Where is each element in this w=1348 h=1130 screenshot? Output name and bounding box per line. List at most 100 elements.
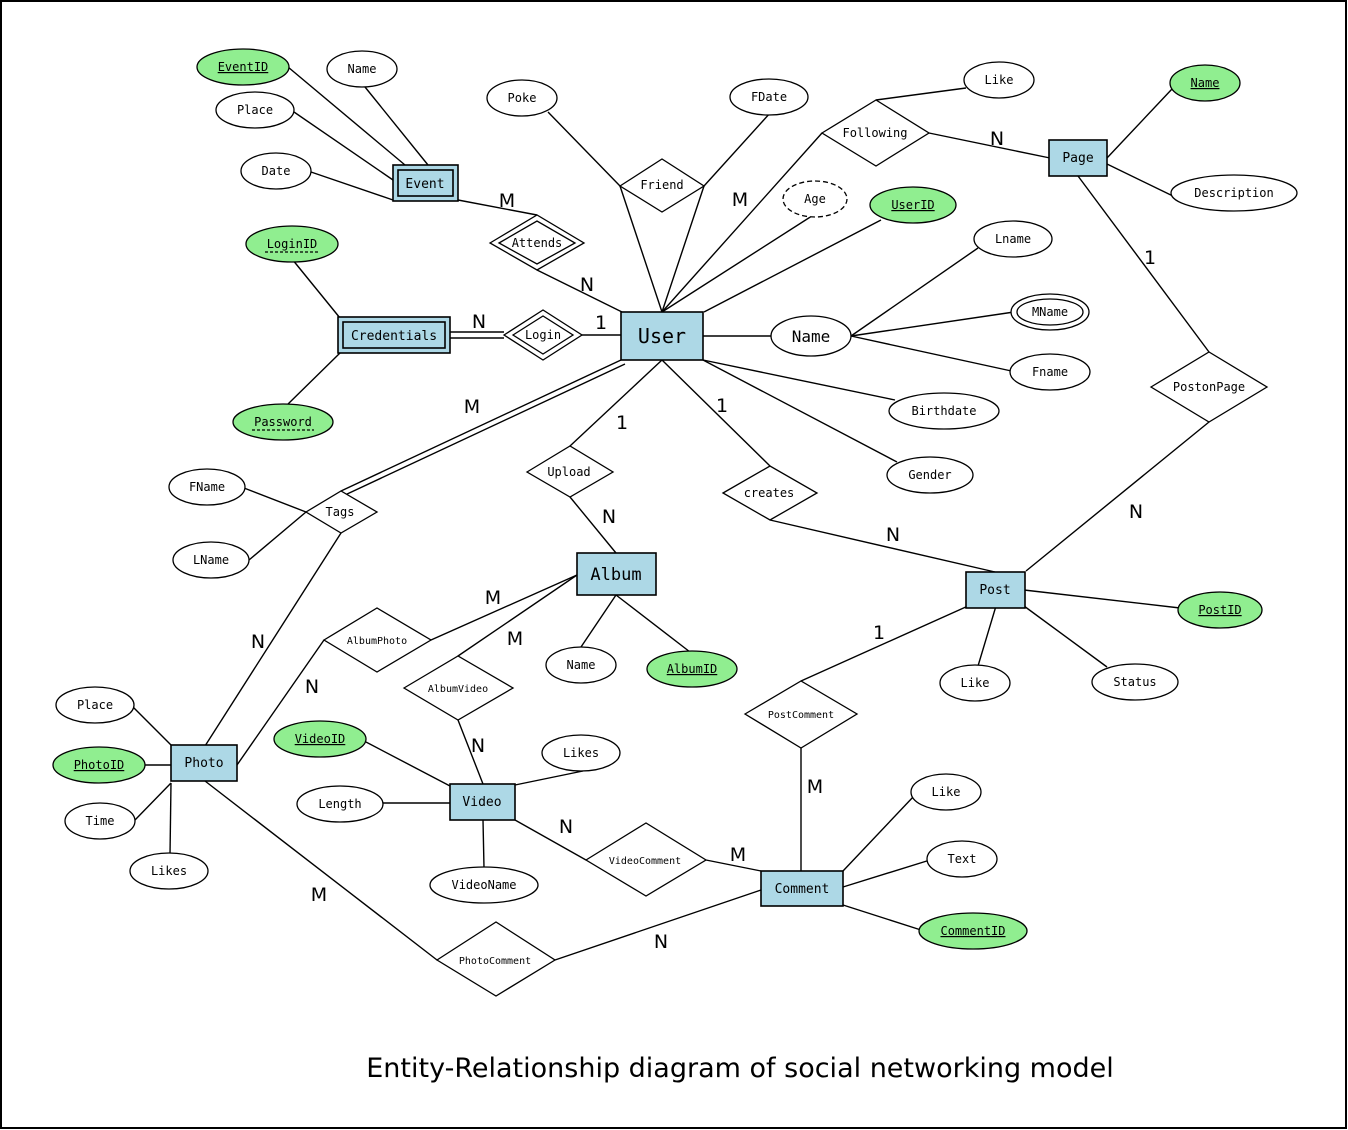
attribute-comment-text[interactable]: Text <box>926 840 998 878</box>
relationship-videocomment[interactable]: VideoComment <box>584 822 708 897</box>
relationship-postcomment-label: PostComment <box>768 710 834 721</box>
attribute-post-like[interactable]: Like <box>939 664 1011 702</box>
attribute-age[interactable]: Age <box>782 180 848 218</box>
entity-photo[interactable]: Photo <box>170 744 238 782</box>
entity-post[interactable]: Post <box>965 571 1026 609</box>
attribute-page-description[interactable]: Description <box>1170 174 1298 212</box>
entity-event[interactable]: Event <box>392 164 459 202</box>
relationship-albumphoto-label: AlbumPhoto <box>347 636 407 647</box>
attribute-poke[interactable]: Poke <box>486 79 558 117</box>
cardinality-album-albumphoto: M <box>485 587 501 609</box>
connector-lines <box>132 66 1210 961</box>
relationship-albumvideo[interactable]: AlbumVideo <box>402 655 515 721</box>
attribute-event-place[interactable]: Place <box>215 91 295 129</box>
entity-video[interactable]: Video <box>449 783 516 821</box>
relationship-following[interactable]: Following <box>820 99 931 167</box>
attribute-comment-like-label: Like <box>932 785 961 799</box>
attribute-fname[interactable]: Fname <box>1009 353 1091 391</box>
attribute-birthdate[interactable]: Birthdate <box>888 392 1000 430</box>
attribute-fdate[interactable]: FDate <box>729 78 809 116</box>
entity-comment[interactable]: Comment <box>760 870 844 907</box>
attribute-video-likes[interactable]: Likes <box>541 734 621 772</box>
relationship-postonpage[interactable]: PostonPage <box>1149 351 1269 423</box>
attribute-event-date[interactable]: Date <box>240 152 312 190</box>
relationship-albumphoto[interactable]: AlbumPhoto <box>322 607 433 673</box>
attribute-album-name[interactable]: Name <box>545 646 617 684</box>
relationship-upload[interactable]: Upload <box>525 445 615 498</box>
attribute-user-name[interactable]: Name <box>770 315 852 357</box>
attribute-event-id[interactable]: EventID <box>196 48 290 86</box>
entity-page[interactable]: Page <box>1048 139 1108 177</box>
relationship-photocomment[interactable]: PhotoComment <box>435 921 557 997</box>
cardinality-user-upload: 1 <box>616 412 628 434</box>
attribute-login-id[interactable]: LoginID <box>245 225 339 263</box>
entity-event-label: Event <box>405 177 444 192</box>
attribute-album-id[interactable]: AlbumID <box>646 650 738 688</box>
attribute-video-name[interactable]: VideoName <box>429 866 539 904</box>
attribute-poke-label: Poke <box>508 91 537 105</box>
relationship-login[interactable]: Login <box>502 309 584 361</box>
attribute-photo-id-label: PhotoID <box>74 758 125 772</box>
relationship-photocomment-label: PhotoComment <box>459 956 531 967</box>
attribute-tag-lname[interactable]: LName <box>172 541 250 579</box>
relationship-tags[interactable]: Tags <box>304 490 379 534</box>
attribute-tag-fname[interactable]: FName <box>168 468 246 506</box>
relationship-upload-label: Upload <box>547 465 590 479</box>
relationship-postcomment[interactable]: PostComment <box>743 680 859 749</box>
attribute-password[interactable]: Password <box>232 403 334 441</box>
cardinality-albumvideo-video: N <box>471 735 485 757</box>
attribute-video-length[interactable]: Length <box>296 785 384 823</box>
attribute-status[interactable]: Status <box>1091 663 1179 701</box>
relationship-albumvideo-label: AlbumVideo <box>428 684 488 695</box>
cardinality-user-creates: 1 <box>716 395 728 417</box>
attribute-photo-likes-label: Likes <box>151 864 187 878</box>
attribute-photo-likes[interactable]: Likes <box>129 852 209 890</box>
attribute-video-name-label: VideoName <box>451 878 516 892</box>
cardinality-credentials-login: N <box>472 311 486 333</box>
attribute-user-name-label: Name <box>792 327 831 346</box>
attribute-post-id-label: PostID <box>1198 603 1241 617</box>
attribute-comment-like[interactable]: Like <box>910 773 982 811</box>
attribute-photo-id[interactable]: PhotoID <box>52 746 146 784</box>
relationship-friend[interactable]: Friend <box>618 158 706 213</box>
entity-user[interactable]: User <box>620 311 704 361</box>
cardinality-friend: M <box>732 189 748 211</box>
entity-album[interactable]: Album <box>576 552 657 596</box>
attribute-album-name-label: Name <box>567 658 596 672</box>
attribute-gender[interactable]: Gender <box>886 456 974 494</box>
attribute-video-id[interactable]: VideoID <box>273 720 367 758</box>
relationship-attends[interactable]: Attends <box>488 214 586 271</box>
attribute-user-id[interactable]: UserID <box>869 186 957 224</box>
relationship-videocomment-label: VideoComment <box>609 856 681 867</box>
attribute-photo-time[interactable]: Time <box>64 802 136 840</box>
attribute-page-description-label: Description <box>1194 186 1273 200</box>
cardinality-user-tags: M <box>464 396 480 418</box>
cardinality-photocomment-comment: N <box>654 931 668 953</box>
entity-video-label: Video <box>462 795 501 810</box>
relationship-tags-label: Tags <box>326 505 355 519</box>
attribute-gender-label: Gender <box>908 468 951 482</box>
attribute-event-name[interactable]: Name <box>326 50 398 88</box>
attribute-photo-place[interactable]: Place <box>55 686 135 724</box>
relationship-friend-label: Friend <box>640 178 683 192</box>
cardinality-creates-post: N <box>886 524 900 546</box>
entity-photo-label: Photo <box>184 756 223 771</box>
attribute-mname-label: MName <box>1032 305 1068 319</box>
attribute-age-label: Age <box>804 192 826 206</box>
cardinality-albumphoto-photo: N <box>305 676 319 698</box>
attribute-user-id-label: UserID <box>891 198 934 212</box>
relationship-creates[interactable]: creates <box>721 465 819 521</box>
attribute-lname[interactable]: Lname <box>973 220 1053 258</box>
attribute-post-like-label: Like <box>961 676 990 690</box>
attribute-follow-like[interactable]: Like <box>963 61 1035 99</box>
attribute-mname[interactable]: MName <box>1010 293 1090 331</box>
entity-page-label: Page <box>1062 151 1093 166</box>
entity-credentials-label: Credentials <box>351 329 437 344</box>
attribute-page-name[interactable]: Name <box>1169 64 1241 102</box>
attribute-post-id[interactable]: PostID <box>1177 591 1263 629</box>
attribute-photo-place-label: Place <box>77 698 113 712</box>
cardinality-labels: M N N 1 M N 1 N M N 1 N 1 N M N M N 1 M … <box>251 128 1156 953</box>
attribute-follow-like-label: Like <box>985 73 1014 87</box>
attribute-comment-id[interactable]: CommentID <box>918 912 1028 950</box>
entity-credentials[interactable]: Credentials <box>337 316 451 354</box>
